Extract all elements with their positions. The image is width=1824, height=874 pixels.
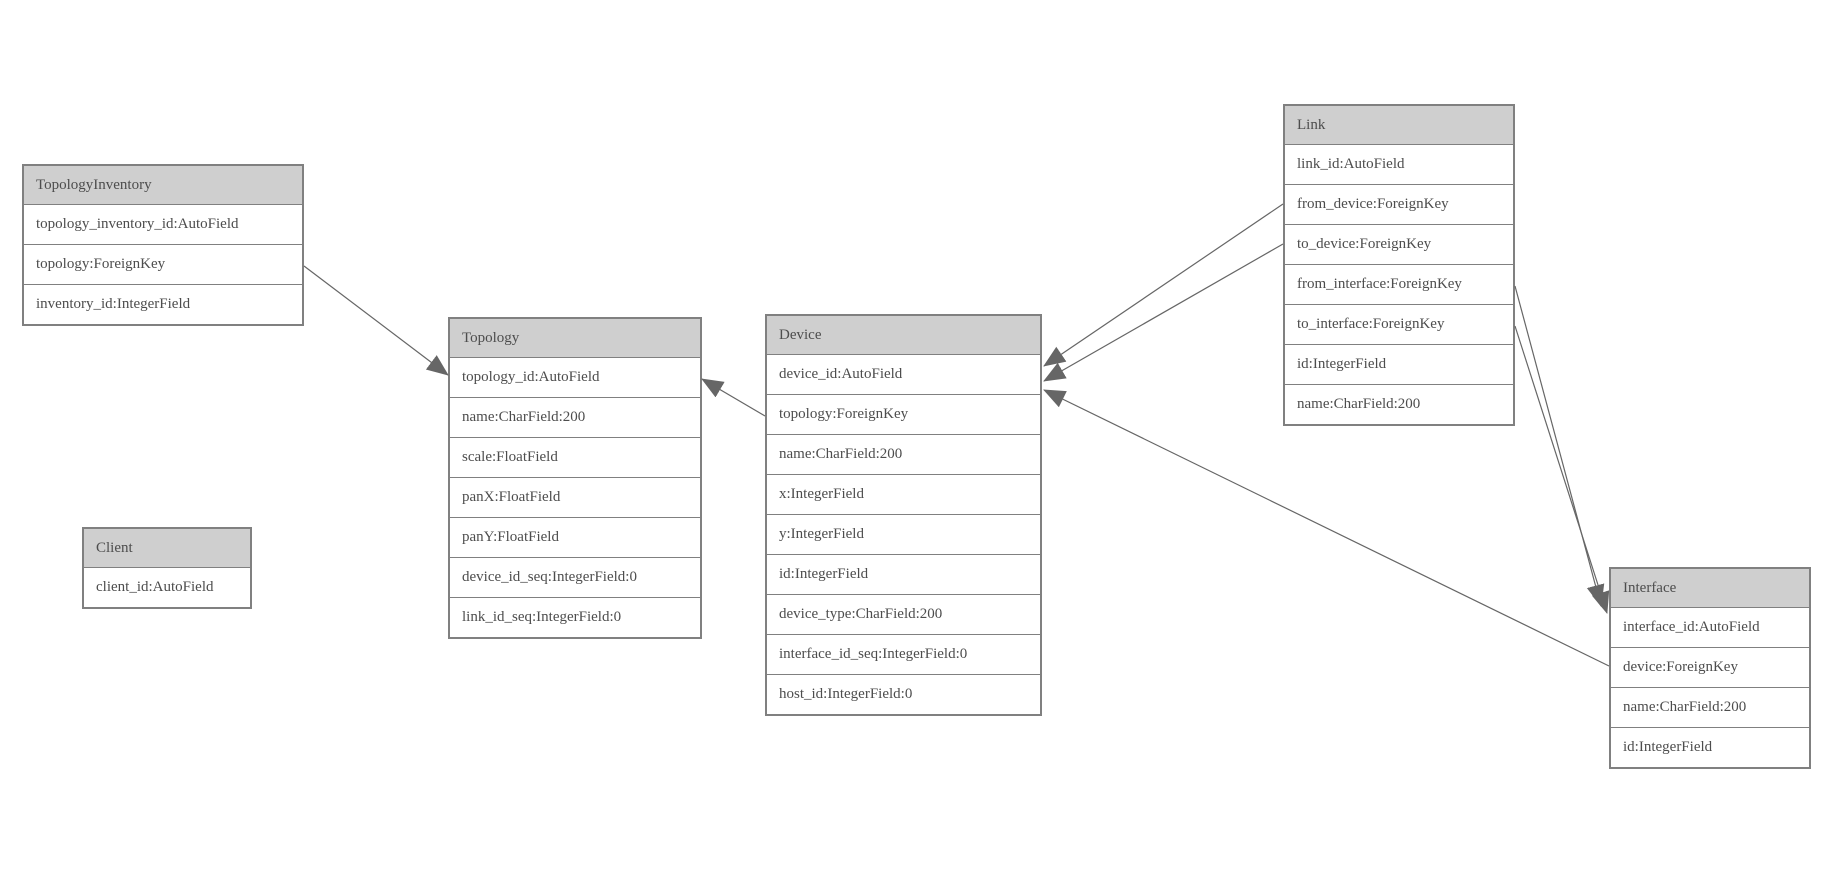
field-row: from_device:ForeignKey bbox=[1285, 184, 1513, 224]
field-row: name:CharField:200 bbox=[767, 434, 1040, 474]
field-row: topology_id:AutoField bbox=[450, 357, 700, 397]
field-row: device:ForeignKey bbox=[1611, 647, 1809, 687]
field-row: device_id:AutoField bbox=[767, 354, 1040, 394]
field-row: name:CharField:200 bbox=[1611, 687, 1809, 727]
field-row: link_id:AutoField bbox=[1285, 144, 1513, 184]
entity-table-title: Client bbox=[84, 529, 250, 567]
field-row: panX:FloatField bbox=[450, 477, 700, 517]
field-row: client_id:AutoField bbox=[84, 567, 250, 607]
field-row: topology:ForeignKey bbox=[767, 394, 1040, 434]
field-row: host_id:IntegerField:0 bbox=[767, 674, 1040, 714]
field-row: to_interface:ForeignKey bbox=[1285, 304, 1513, 344]
field-row: topology:ForeignKey bbox=[24, 244, 302, 284]
field-row: from_interface:ForeignKey bbox=[1285, 264, 1513, 304]
field-row: id:IntegerField bbox=[767, 554, 1040, 594]
edge-interface-device bbox=[1043, 389, 1610, 667]
field-row: name:CharField:200 bbox=[450, 397, 700, 437]
field-row: name:CharField:200 bbox=[1285, 384, 1513, 424]
field-row: device_id_seq:IntegerField:0 bbox=[450, 557, 700, 597]
edge-topologyinventory-topology bbox=[303, 265, 449, 376]
field-row: id:IntegerField bbox=[1285, 344, 1513, 384]
field-row: x:IntegerField bbox=[767, 474, 1040, 514]
edge-link-from-device bbox=[1043, 203, 1284, 367]
edge-link-to-interface bbox=[1514, 325, 1610, 614]
edge-device-topology bbox=[701, 378, 766, 417]
field-row: scale:FloatField bbox=[450, 437, 700, 477]
edge-link-from-interface bbox=[1514, 285, 1605, 607]
field-row: to_device:ForeignKey bbox=[1285, 224, 1513, 264]
edge-link-to-device bbox=[1043, 243, 1284, 382]
field-row: topology_inventory_id:AutoField bbox=[24, 204, 302, 244]
entity-table-title: Interface bbox=[1611, 569, 1809, 607]
field-row: interface_id:AutoField bbox=[1611, 607, 1809, 647]
field-row: inventory_id:IntegerField bbox=[24, 284, 302, 324]
field-row: id:IntegerField bbox=[1611, 727, 1809, 767]
entity-table-title: Topology bbox=[450, 319, 700, 357]
field-row: link_id_seq:IntegerField:0 bbox=[450, 597, 700, 637]
field-row: interface_id_seq:IntegerField:0 bbox=[767, 634, 1040, 674]
entity-table-title: Device bbox=[767, 316, 1040, 354]
entity-table-title: TopologyInventory bbox=[24, 166, 302, 204]
field-row: y:IntegerField bbox=[767, 514, 1040, 554]
entity-table-title: Link bbox=[1285, 106, 1513, 144]
field-row: panY:FloatField bbox=[450, 517, 700, 557]
field-row: device_type:CharField:200 bbox=[767, 594, 1040, 634]
